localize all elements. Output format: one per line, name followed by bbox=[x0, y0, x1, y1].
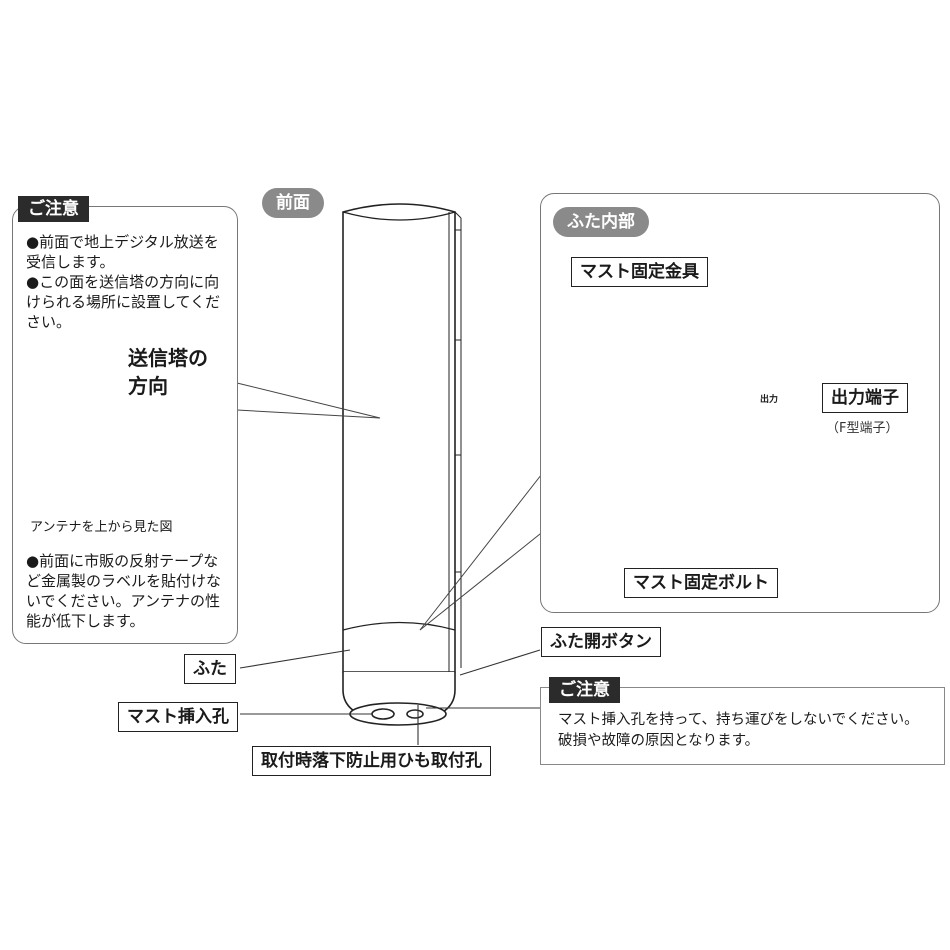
label-mast-hole: マスト挿入孔 bbox=[118, 702, 238, 732]
label-futa: ふた bbox=[184, 654, 236, 684]
leader-lines bbox=[239, 649, 548, 745]
label-drop-prevent-hole: 取付時落下防止用ひも取付孔 bbox=[252, 746, 491, 776]
front-label: 前面 bbox=[262, 188, 324, 218]
label-mast-bolt: マスト固定ボルト bbox=[624, 568, 778, 598]
label-output-terminal: 出力端子 bbox=[822, 383, 908, 413]
callout-wedge-right bbox=[419, 469, 546, 631]
arrow-label-line1: 送信塔の bbox=[128, 346, 208, 370]
output-stamp: 出力 bbox=[760, 395, 779, 405]
caution-right-header: ご注意 bbox=[549, 677, 620, 703]
caution-left-bullet-3: ●前面に市販の反射テープなど金属製のラベルを貼付けないでください。アンテナの性能… bbox=[26, 552, 222, 630]
inside-panel-title: ふた内部 bbox=[553, 207, 649, 237]
label-output-terminal-sub: （F型端子） bbox=[826, 421, 899, 436]
dome-caption: アンテナを上から見た図 bbox=[30, 520, 173, 535]
arrow-label-line2: 方向 bbox=[128, 374, 168, 398]
label-lid-open-button: ふた開ボタン bbox=[541, 627, 661, 657]
caution-right-line2: 破損や故障の原因となります。 bbox=[558, 733, 760, 749]
caution-left-header: ご注意 bbox=[18, 196, 89, 222]
caution-right-line1: マスト挿入孔を持って、持ち運びをしないでください。 bbox=[558, 712, 919, 728]
caution-left-bullet-1: ●前面で地上デジタル放送を受信します。 bbox=[26, 233, 219, 271]
antenna-body bbox=[342, 203, 462, 726]
caution-left-bullet-2: ●この面を送信塔の方向に向けられる場所に設置してください。 bbox=[26, 273, 221, 331]
label-mast-bracket: マスト固定金具 bbox=[571, 257, 708, 287]
caution-left-box bbox=[12, 206, 238, 644]
body-ticks bbox=[455, 229, 461, 573]
callout-wedge-left bbox=[236, 382, 381, 419]
